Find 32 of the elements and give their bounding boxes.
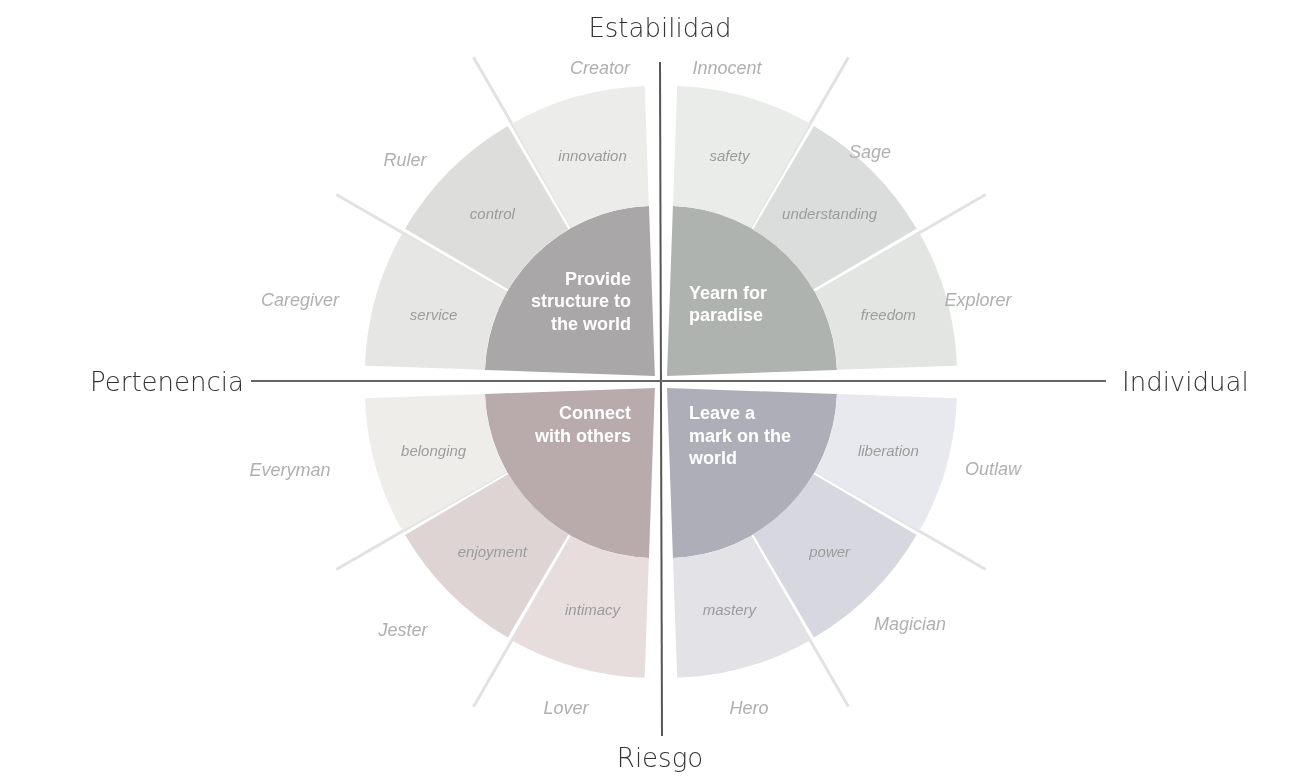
archetype-label: Explorer [944, 289, 1012, 311]
axis-label: Individual [1122, 367, 1249, 397]
segment-label: innovation [558, 146, 627, 164]
axis-label: Pertenencia [89, 367, 244, 397]
quadrant-label: Provide structure to the world [529, 268, 631, 336]
archetype-label: Sage [849, 141, 891, 163]
archetype-label: Creator [570, 57, 630, 79]
archetype-label: Outlaw [965, 458, 1021, 480]
quadrant-label: Leave a mark on the world [689, 402, 793, 470]
axis-label: Estabilidad [588, 13, 732, 43]
archetype-label: Ruler [383, 149, 427, 171]
segment-label: understanding [782, 204, 878, 222]
segment-label: safety [709, 146, 750, 164]
segment-label: belonging [401, 441, 467, 459]
archetype-label: Innocent [692, 57, 762, 79]
archetype-label: Magician [874, 613, 946, 635]
archetype-label: Caregiver [261, 289, 339, 311]
quadrant-label: Yearn for paradise [689, 282, 769, 327]
archetype-label: Everyman [249, 459, 331, 481]
archetype-label: Lover [543, 697, 589, 719]
segment-label: mastery [702, 600, 757, 618]
axis-label: Riesgo [616, 743, 704, 773]
segment-label: intimacy [565, 600, 621, 618]
quadrant-label: Connect with others [533, 402, 631, 447]
segment-label: freedom [860, 305, 916, 323]
segment-label: power [809, 542, 851, 560]
segment-label: enjoyment [457, 542, 527, 560]
archetype-label: Jester [378, 619, 428, 641]
archetype-label: Hero [729, 697, 769, 719]
segment-label: service [409, 305, 458, 323]
segment-label: control [469, 204, 515, 222]
segment-label: liberation [857, 441, 919, 459]
